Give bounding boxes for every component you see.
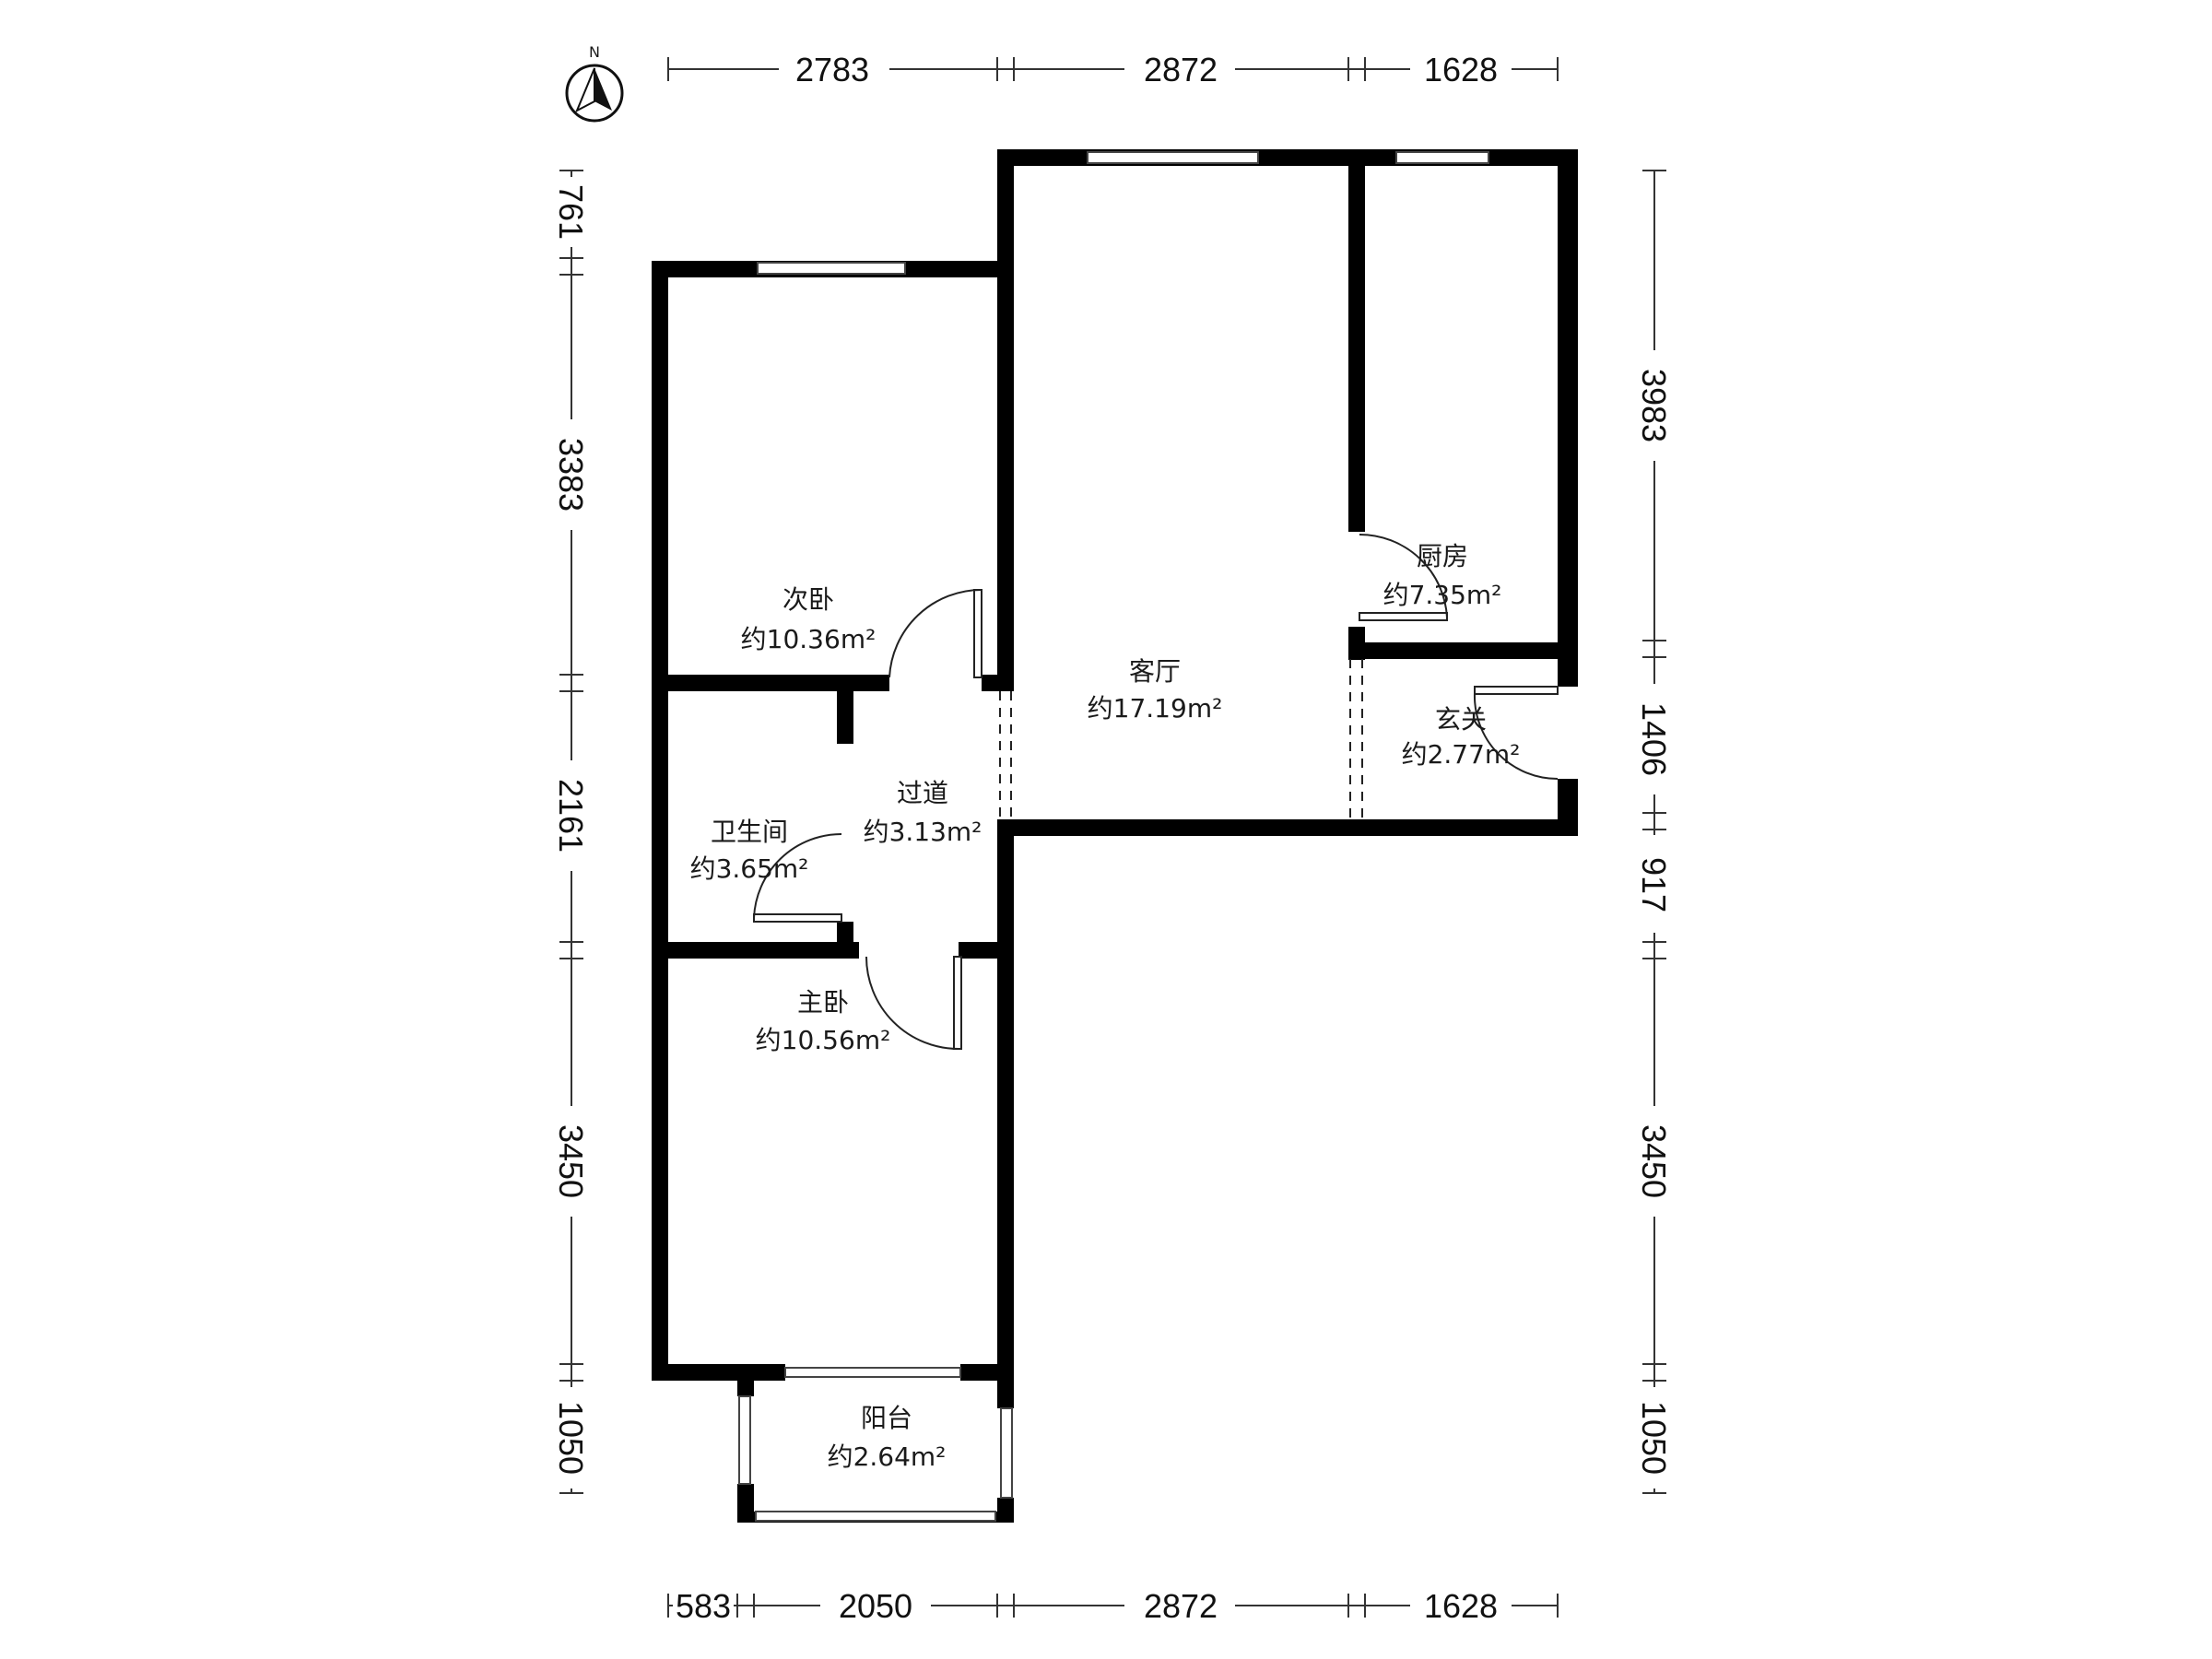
room-area-living-room: 约17.19m² — [1088, 693, 1223, 724]
dim-top-2: 2872 — [1144, 51, 1218, 88]
room-area-kitchen: 约7.35m² — [1383, 580, 1502, 610]
dim-bottom-2: 2050 — [839, 1587, 912, 1625]
door-second-bedroom — [888, 588, 982, 678]
walls — [652, 149, 1578, 1523]
doors — [753, 533, 1559, 1050]
dim-left-3: 2161 — [552, 779, 590, 853]
door-kitchen — [1359, 533, 1448, 621]
compass: N — [565, 43, 624, 123]
dim-left-1: 761 — [552, 184, 590, 240]
room-name-balcony: 阳台 — [861, 1403, 912, 1433]
north-arrow-icon — [565, 64, 624, 123]
dim-right-4: 3450 — [1635, 1124, 1673, 1198]
dimensions-left: 761 3383 2161 3450 1050 — [552, 170, 590, 1494]
door-master-bedroom — [865, 956, 962, 1050]
sliding-door-balcony — [784, 1367, 961, 1378]
dim-right-3: 917 — [1635, 857, 1673, 912]
dim-left-4: 3450 — [552, 1124, 590, 1198]
dim-bottom-1: 583 — [676, 1587, 731, 1625]
dim-right-5: 1050 — [1635, 1401, 1673, 1475]
window-kitchen — [1395, 151, 1489, 164]
room-area-second-bedroom: 约10.36m² — [741, 624, 877, 654]
dimensions-right: 3983 1406 917 3450 1050 — [1635, 170, 1673, 1494]
room-name-living-room: 客厅 — [1129, 656, 1181, 687]
window-second-bedroom — [757, 262, 906, 275]
dim-bottom-4: 1628 — [1424, 1587, 1498, 1625]
dim-right-1: 3983 — [1635, 369, 1673, 442]
windows — [738, 151, 1489, 1522]
dim-right-2: 1406 — [1635, 702, 1673, 776]
room-area-bathroom: 约3.65m² — [690, 853, 809, 884]
room-name-corridor: 过道 — [897, 778, 948, 808]
openings — [999, 659, 1363, 820]
window-balcony-bottom — [755, 1511, 996, 1522]
room-name-kitchen: 厨房 — [1417, 541, 1468, 571]
compass-label: N — [589, 43, 600, 61]
dimensions-top: 2783 2872 1628 — [667, 51, 1559, 88]
dim-top-3: 1628 — [1424, 51, 1498, 88]
room-name-entrance: 玄关 — [1435, 704, 1487, 735]
room-labels: 次卧 约10.36m² 客厅 约17.19m² 厨房 约7.35m² 玄关 约2… — [690, 541, 1521, 1472]
dim-left-2: 3383 — [552, 438, 590, 512]
window-balcony-left — [738, 1395, 751, 1485]
room-area-entrance: 约2.77m² — [1402, 739, 1521, 770]
room-name-bathroom: 卫生间 — [711, 817, 788, 847]
dim-bottom-3: 2872 — [1144, 1587, 1218, 1625]
dimensions-bottom: 583 2050 2872 1628 — [667, 1587, 1559, 1625]
room-name-second-bedroom: 次卧 — [782, 584, 834, 615]
window-living-room — [1087, 151, 1259, 164]
room-area-corridor: 约3.13m² — [864, 817, 982, 847]
door-bathroom — [753, 832, 842, 923]
window-balcony-right — [1000, 1407, 1013, 1499]
dim-left-5: 1050 — [552, 1401, 590, 1475]
room-area-master-bedroom: 约10.56m² — [756, 1025, 891, 1055]
room-area-balcony: 约2.64m² — [828, 1441, 947, 1472]
dim-top-1: 2783 — [795, 51, 869, 88]
door-entrance — [1473, 686, 1559, 780]
room-name-master-bedroom: 主卧 — [797, 987, 849, 1018]
